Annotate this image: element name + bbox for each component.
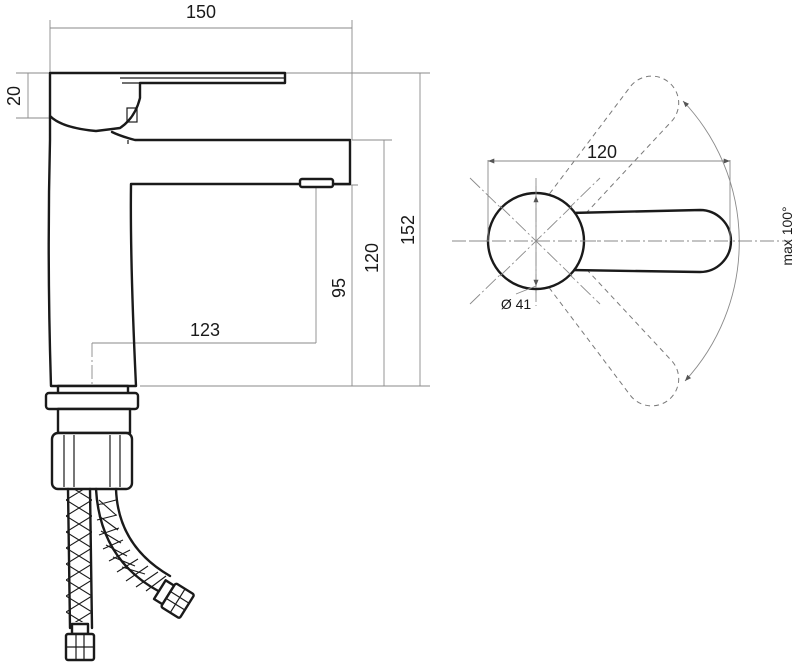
dimension-handle-height: 20 (4, 86, 24, 106)
dimension-outlet-height: 95 (329, 278, 349, 298)
dimension-spout-reach: 123 (190, 320, 220, 340)
handle-rotated-positions (549, 75, 680, 407)
dimension-rotation: max 100° (779, 206, 795, 265)
dimension-spout-height: 120 (362, 243, 382, 273)
dimension-base-diameter: Ø 41 (501, 296, 532, 312)
side-view: 150 20 152 120 95 123 (4, 2, 430, 662)
dimension-handle-length: 120 (587, 142, 617, 162)
faucet-body (44, 71, 352, 491)
rotation-arc (682, 100, 740, 382)
dimension-overall-width: 150 (186, 2, 216, 22)
top-view: Ø 41 120 max 100° (452, 75, 795, 407)
supply-hoses (64, 487, 195, 662)
dimension-overall-height: 152 (398, 215, 418, 245)
